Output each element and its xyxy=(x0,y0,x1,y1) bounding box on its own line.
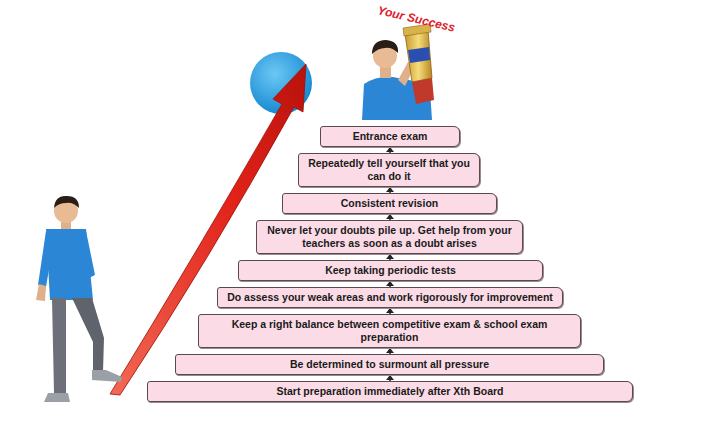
step-label: Do assess your weak areas and work rigor… xyxy=(224,291,556,304)
step-box: Consistent revision xyxy=(282,193,497,214)
step-label: Never let your doubts pile up. Get help … xyxy=(263,224,516,250)
step-label: Be determined to surmount all pressure xyxy=(182,358,597,371)
step-box: Never let your doubts pile up. Get help … xyxy=(256,220,523,254)
step-box: Keep a right balance between competitive… xyxy=(198,314,581,348)
step-box: Start preparation immediately after Xth … xyxy=(147,381,633,402)
climbing-person xyxy=(36,196,122,402)
step-label: Repeatedly tell yourself that you can do… xyxy=(305,157,473,183)
step-label: Consistent revision xyxy=(289,197,490,210)
step-box: Entrance exam xyxy=(320,126,460,147)
step-label: Keep a right balance between competitive… xyxy=(205,318,574,344)
step-label: Start preparation immediately after Xth … xyxy=(154,385,626,398)
winner-person xyxy=(362,24,434,120)
step-label: Keep taking periodic tests xyxy=(245,264,536,277)
step-box: Be determined to surmount all pressure xyxy=(175,354,604,375)
step-box: Do assess your weak areas and work rigor… xyxy=(217,287,563,308)
step-box: Repeatedly tell yourself that you can do… xyxy=(298,153,480,187)
step-label: Entrance exam xyxy=(327,130,453,143)
step-box: Keep taking periodic tests xyxy=(238,260,543,281)
